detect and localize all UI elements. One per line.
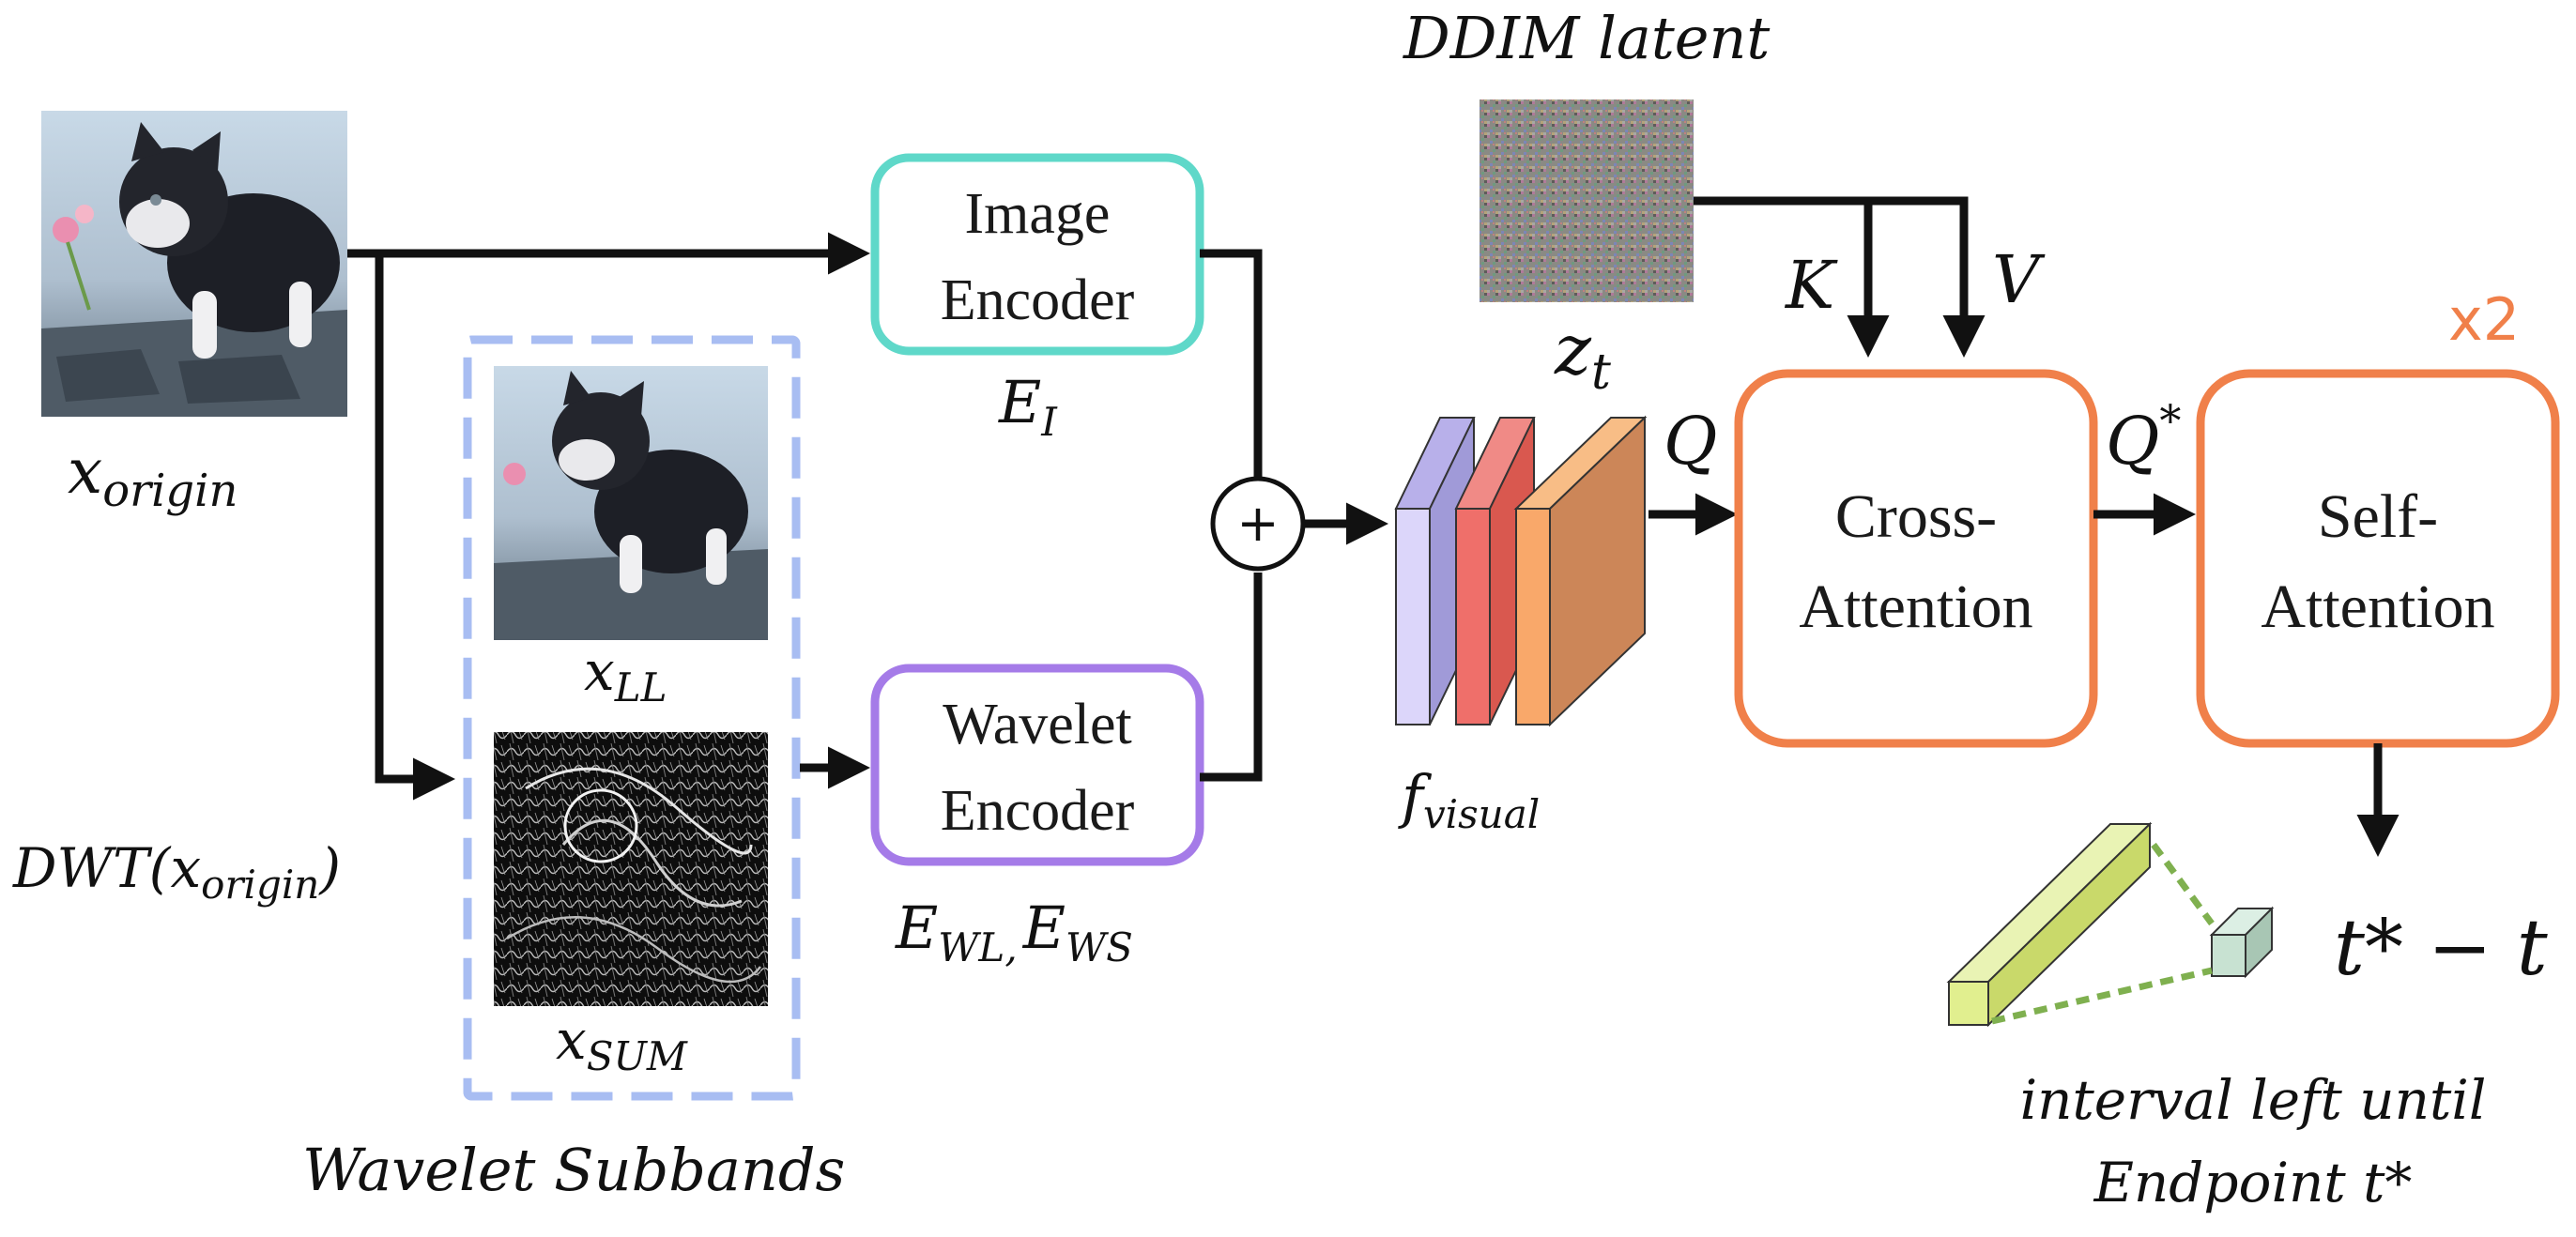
q-star-label: Q* <box>2106 395 2181 480</box>
z-t-label: zt <box>1554 310 1611 401</box>
image-encoder-symbol: EI <box>998 368 1058 445</box>
f-visual-label: fvisual <box>1398 762 1540 837</box>
wavelet-encoder-line1: Wavelet <box>943 693 1132 756</box>
cross-attention-line2: Attention <box>1799 573 2032 641</box>
interval-caption-line1: interval left until <box>2020 1068 2487 1132</box>
interval-caption-line2: Endpoint t* <box>2093 1151 2413 1214</box>
cross-attention-box <box>1734 369 2098 748</box>
t-result-label: t* − t <box>2334 904 2549 993</box>
plus-symbol: + <box>1236 494 1279 553</box>
dwt-label: DWT(xorigin) <box>12 836 341 908</box>
v-label: V <box>1992 241 2046 318</box>
self-attention-box <box>2196 369 2560 748</box>
q-label: Q <box>1664 403 1717 480</box>
x-origin-label: xorigin <box>68 435 238 517</box>
interval-dotted-lines <box>1991 842 2215 1025</box>
wavelet-subbands-box <box>463 335 801 1101</box>
wavelet-encoder-symbol: EWL,EWS <box>895 893 1133 970</box>
repeat-label: x2 <box>2448 285 2520 354</box>
latent-noise-image <box>1480 99 1694 302</box>
image-encoder-line2: Encoder <box>941 268 1135 332</box>
k-label: K <box>1784 247 1838 324</box>
feature-stack <box>1394 415 1648 727</box>
wavelet-encoder-line2: Encoder <box>941 779 1135 843</box>
interval-visual <box>1946 821 2275 1028</box>
self-attention-line2: Attention <box>2261 573 2494 641</box>
x-sum-label: xSUM <box>556 1008 688 1079</box>
sum-node <box>1210 476 1306 572</box>
input-connectors <box>347 232 870 801</box>
wavelet-encoder-box <box>870 664 1204 866</box>
wavelet-subbands-caption: Wavelet Subbands <box>302 1136 845 1204</box>
x-ll-label: xLL <box>584 639 667 710</box>
self-attention-line1: Self- <box>2318 482 2438 551</box>
cross-attention-line1: Cross- <box>1835 482 1997 551</box>
input-image <box>41 111 347 417</box>
encoder-connectors <box>1200 249 1388 782</box>
ddim-latent-label: DDIM latent <box>1403 4 1770 72</box>
x-sum-image <box>494 732 768 1006</box>
kv-connectors <box>1694 196 1986 358</box>
x-ll-image <box>494 366 768 640</box>
image-encoder-line1: Image <box>965 182 1111 246</box>
